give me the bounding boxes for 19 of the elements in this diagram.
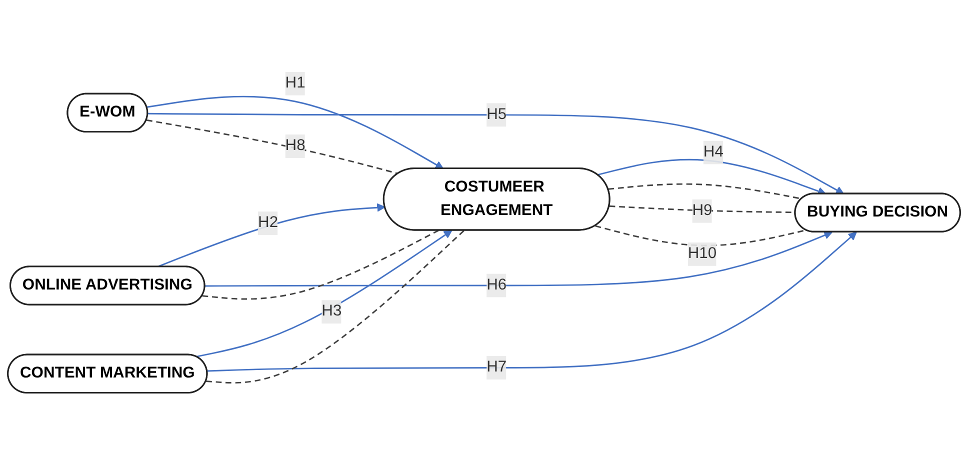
edge-label: H4 [703,143,724,160]
edge-label: H2 [258,214,278,231]
connector [146,119,398,174]
arrow [207,231,857,372]
arrow [146,96,444,169]
arrow [148,112,844,194]
edge-label: H6 [486,276,507,294]
arrow [196,230,452,358]
arrow [205,230,833,286]
connector [202,230,439,300]
edge-label: H5 [486,106,507,122]
edge-label: H3 [322,302,342,320]
connector [608,183,802,200]
edge-label: H10 [688,245,717,262]
edge-label: H7 [486,358,507,376]
edge-label: H1 [285,74,306,92]
connector [206,230,465,384]
edge-label: H9 [692,202,712,219]
edge-label: H8 [285,137,306,154]
